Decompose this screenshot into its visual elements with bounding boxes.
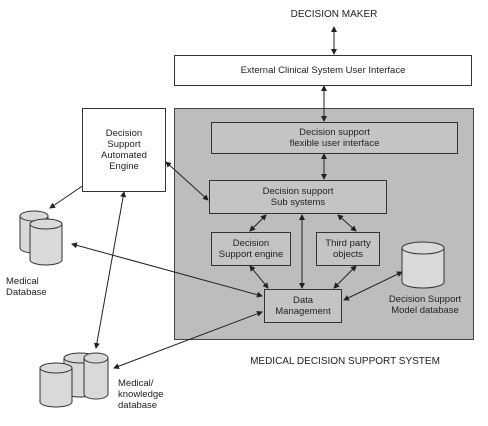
automated-engine-line-2: Support [107,139,141,150]
knowledge-database-line-1: Medical/ [118,378,154,389]
sub-systems-line-2: Sub systems [270,197,326,208]
flexible-ui-box: Decision support flexible user interface [211,122,458,154]
third-party-line-1: Third party [325,238,371,249]
knowledge-database-line-2: knowledge [118,389,164,400]
automated-engine-box: Decision Support Automated Engine [82,108,166,192]
medical-database-line-2: Database [6,287,47,298]
model-database-label: Decision Support Model database [380,294,470,316]
knowledge-database-label: Medical/ knowledge database [118,378,188,411]
arrow-model-db-to-data-management [343,271,403,301]
data-management-box: Data Management [264,289,342,323]
medical-database-line-1: Medical [6,276,39,287]
system-label: MEDICAL DECISION SUPPORT SYSTEM [250,356,440,367]
sub-systems-box: Decision support Sub systems [209,180,387,214]
third-party-box: Third party objects [316,232,380,266]
external-clinical-ui-label: External Clinical System User Interface [240,65,406,76]
third-party-line-2: objects [332,249,364,260]
knowledge-database-icon [39,352,109,408]
flexible-ui-line-1: Decision support [299,127,370,138]
decision-maker-label: DECISION MAKER [290,9,378,20]
model-database-line-1: Decision Support [388,294,462,305]
support-engine-box: Decision Support engine [211,232,291,266]
arrow-sub-systems-to-third-party [337,214,357,232]
medical-database-icon [19,210,63,266]
automated-engine-line-3: Automated [101,150,147,161]
model-database-icon [401,241,445,289]
arrow-automated-engine-to-sub-systems [165,161,209,201]
arrow-knowledge-db-to-data-management [113,310,263,370]
knowledge-database-line-3: database [118,400,158,411]
automated-engine-line-1: Decision [105,128,143,139]
support-engine-line-1: Decision [232,238,270,249]
external-clinical-ui-box: External Clinical System User Interface [174,55,472,86]
flexible-ui-line-2: flexible user interface [289,138,380,149]
automated-engine-line-4: Engine [109,161,139,172]
arrow-medical-db-to-data-management [71,242,263,298]
medical-database-label: Medical Database [6,276,66,298]
data-management-line-2: Management [275,306,331,317]
model-database-line-2: Model database [391,305,459,316]
support-engine-line-2: Support engine [218,249,284,260]
arrow-sub-systems-to-support-engine [249,214,267,232]
data-management-line-1: Data [292,295,314,306]
sub-systems-line-1: Decision support [262,186,334,197]
